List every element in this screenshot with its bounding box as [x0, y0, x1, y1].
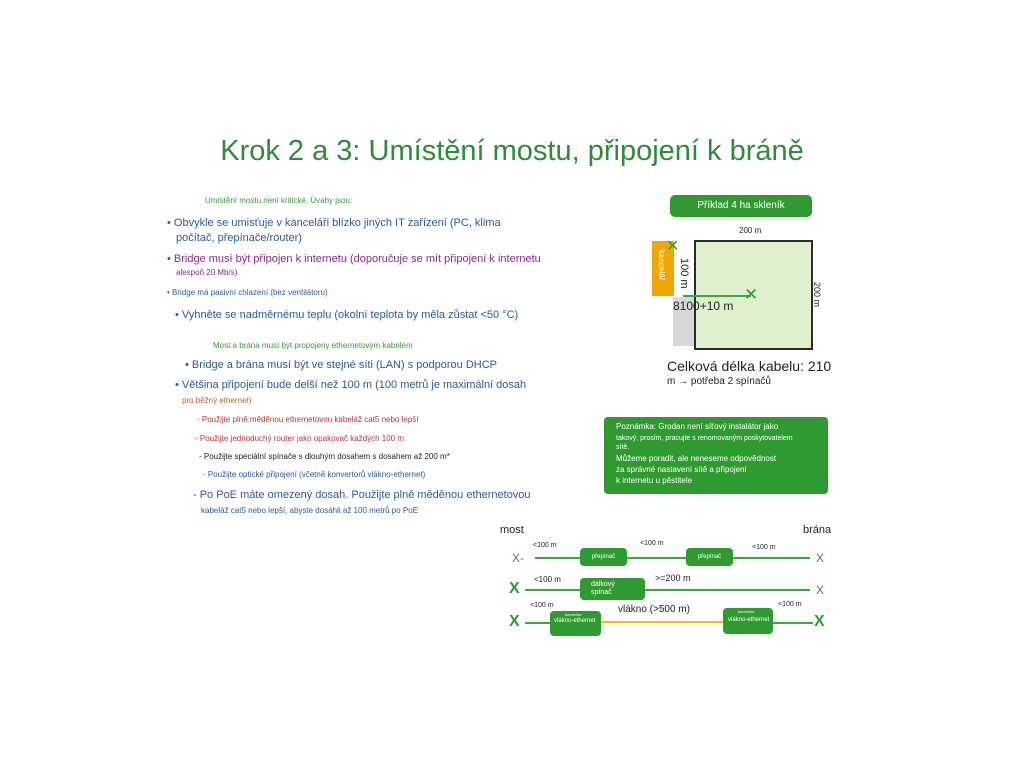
row1-gateway-x: X: [816, 551, 825, 565]
gateway-x-icon: ✕: [744, 285, 759, 304]
row3-bridge-x: X: [509, 613, 520, 630]
bullet-distance-1: • Většina připojení bude delší než 100 m…: [175, 379, 527, 391]
row3-converter-2-label: vlákno-ethernet: [728, 617, 770, 623]
note-box: Poznámka: Grodan není síťový instalátor …: [604, 417, 828, 494]
brana-label: brána: [803, 524, 832, 536]
distance-label: 8100+10 m: [673, 299, 734, 313]
row3-converter-1: konvertor vlákno-ethernet: [550, 611, 601, 636]
note-line-2: takový, prosím, pracujte s renomovaným p…: [616, 435, 793, 442]
row3-seg3: <100 m: [778, 601, 802, 608]
row2-bridge-x: X: [509, 580, 520, 597]
row3-cable-right: [773, 622, 813, 624]
most-label: most: [500, 524, 524, 536]
bullet-cooling: • Bridge má pasivní chlazení (bez ventil…: [167, 288, 328, 297]
row1-bridge-x: X-: [512, 551, 524, 565]
page-title: Krok 2 a 3: Umístění mostu, připojení k …: [220, 135, 804, 167]
row2-seg1: <100 m: [534, 575, 561, 584]
total-length-note: m → potřeba 2 spínačů: [667, 376, 771, 387]
poe-line-2: kabeláž cat5 nebo lepší, abyste dosáhli …: [201, 506, 419, 515]
row2-gateway-x: X: [816, 583, 825, 597]
bridge-x-icon: ✕: [666, 238, 680, 255]
row2-switch-label: dálkový spínač: [591, 581, 615, 596]
row3-converter-1-label: vlákno-ethernet: [554, 618, 596, 624]
bullet-internet-2: alespoň 20 Mb/s): [176, 268, 238, 277]
total-length: Celková délka kabelu: 210: [667, 358, 832, 374]
cable-corridor: [673, 297, 694, 346]
bullet-office-1: • Obvykle se umisťuje v kanceláři blízko…: [167, 217, 501, 229]
note-line-3: sítě.: [616, 444, 630, 451]
bullet-lan: • Bridge a brána musí být ve stejné síti…: [185, 359, 497, 371]
row1-switch-2: přepínač: [686, 548, 733, 566]
row3-fiber-line: [600, 621, 723, 623]
option-copper: - Použijte plně měděnou ethernetovou kab…: [197, 415, 419, 424]
top-dimension: 200 m: [739, 226, 762, 235]
row1-switch-1: přepínač: [580, 548, 627, 566]
row2-seg2: >=200 m: [655, 573, 691, 583]
row2-long-switch: dálkový spínač: [580, 578, 645, 600]
bullet-office-2: počítač, přepínače/router): [176, 232, 302, 244]
option-router: - Použijte jednoduchý router jako opakov…: [195, 434, 405, 443]
option-long-range: - Použijte speciální spínače s dlouhým d…: [199, 452, 450, 461]
note-line-1: Poznámka: Grodan není síťový instalátor …: [616, 422, 779, 431]
row3-fiber-label: vlákno (>500 m): [618, 604, 690, 615]
office-label: kancelář: [657, 250, 666, 281]
row1-seg3: <100 m: [752, 544, 776, 551]
option-fiber: - Použijte optické připojení (včetně kon…: [203, 470, 426, 479]
row1-seg2: <100 m: [640, 540, 664, 547]
example-button[interactable]: Příklad 4 ha skleník: [670, 195, 812, 217]
bullet-distance-2: pro běžný ethernet): [182, 396, 252, 405]
row3-converter-2: konvertor vlákno-ethernet: [723, 608, 773, 634]
left-dimension: 100 m: [678, 258, 690, 289]
row3-converter-1-small: konvertor: [565, 612, 582, 617]
note-line-5: za správné nastavení sítě a připojení: [616, 465, 747, 474]
sub-heading: Most a brána musí být propojeny ethernet…: [213, 341, 413, 350]
intro-text: Umístění mostu není kritické. Úvahy jsou…: [205, 196, 353, 205]
note-line-4: Můžeme poradit, ale neneseme odpovědnost: [616, 454, 777, 463]
row1-seg1: <100 m: [533, 542, 557, 549]
row3-seg1: <100 m: [530, 602, 554, 609]
note-line-6: k internetu u pěstitele: [616, 476, 693, 485]
row3-converter-2-small: konvertor: [738, 609, 755, 614]
bullet-internet-1: • Bridge musí být připojen k internetu (…: [167, 253, 541, 265]
row3-gateway-x: X: [814, 613, 825, 630]
bullet-heat: • Vyhněte se nadměrnému teplu (okolní te…: [175, 309, 519, 321]
row1-cable: [535, 557, 810, 559]
row3-cable-left: [525, 622, 550, 624]
poe-line-1: - Po PoE máte omezený dosah. Použijte pl…: [193, 489, 531, 501]
cable-line: [683, 295, 751, 297]
row2-cable: [525, 589, 810, 591]
right-dimension: 200 m: [812, 282, 822, 308]
office-box: [652, 241, 674, 296]
